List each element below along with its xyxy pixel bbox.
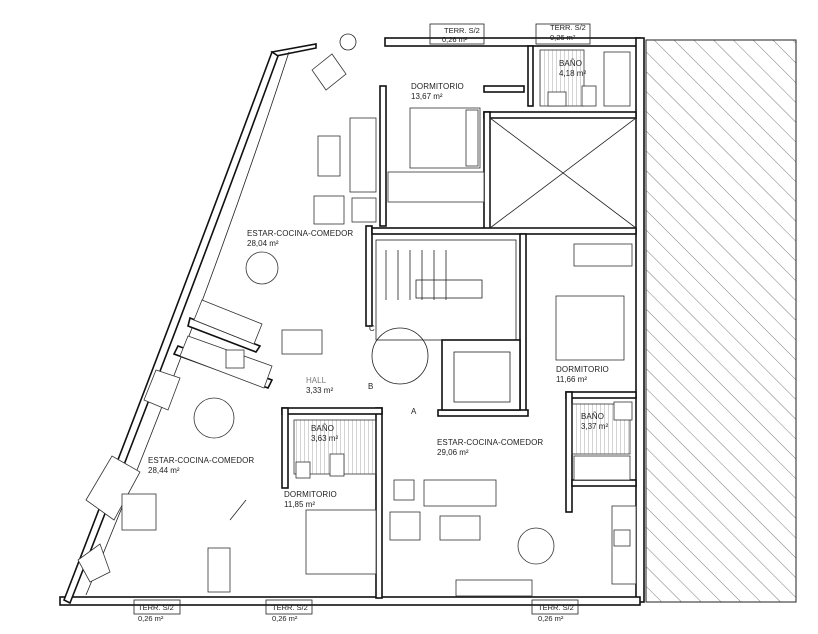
terrace-label: TERR. S/2: [538, 603, 574, 612]
room-area-bano-center: 3,63 m²: [311, 434, 338, 443]
light-well: [489, 117, 637, 229]
terrace-area: 0,26 m²: [550, 33, 576, 42]
room-name-estar-bottom-left: ESTAR-COCINA-COMEDOR: [148, 456, 254, 465]
terraces: [133, 23, 591, 615]
room-name-bano-top: BAÑO: [559, 59, 582, 68]
adjacent-plot-hatch: [645, 39, 797, 603]
room-area-bano-top: 4,18 m²: [559, 69, 586, 78]
room-area-dormitorio-top: 13,67 m²: [411, 92, 443, 101]
room-area-estar-bottom-left: 28,44 m²: [148, 466, 180, 475]
room-name-bano-center: BAÑO: [311, 424, 334, 433]
terrace-label: TERR. S/2: [138, 603, 174, 612]
kitchen-counters: [143, 299, 637, 585]
terrace-label: TERR. S/2: [550, 23, 586, 32]
terrace-area: 0,26 m²: [138, 614, 164, 623]
room-area-estar-top-left: 28,04 m²: [247, 239, 279, 248]
room-area-hall: 3,33 m²: [306, 386, 333, 395]
entrance-marker-b: B: [368, 382, 373, 391]
room-area-bano-right: 3,37 m²: [581, 422, 608, 431]
terrace-area: 0,26 m²: [442, 35, 468, 44]
room-area-dormitorio-right: 11,66 m²: [556, 375, 587, 384]
room-name-dormitorio-top: DORMITORIO: [411, 82, 464, 91]
room-area-dormitorio-bottom: 11,85 m²: [284, 500, 315, 509]
terrace-label: TERR. S/2: [444, 26, 480, 35]
room-name-estar-bottom-right: ESTAR-COCINA-COMEDOR: [437, 438, 543, 447]
room-name-dormitorio-right: DORMITORIO: [556, 365, 609, 374]
bathroom-fixtures: [293, 49, 633, 481]
stair-core: [371, 239, 521, 411]
entrance-marker-a: A: [411, 407, 417, 416]
room-area-estar-bottom-right: 29,06 m²: [437, 448, 469, 457]
room-name-hall: HALL: [306, 376, 327, 385]
room-name-bano-right: BAÑO: [581, 412, 604, 421]
bedroom-furniture: [207, 107, 633, 593]
living-furniture: [77, 33, 555, 597]
terrace-area: 0,26 m²: [272, 614, 298, 623]
room-name-dormitorio-bottom: DORMITORIO: [284, 490, 337, 499]
entrance-marker-c: C: [369, 324, 375, 333]
terrace-area: 0,26 m²: [538, 614, 564, 623]
terrace-label: TERR. S/2: [272, 603, 308, 612]
room-name-estar-top-left: ESTAR-COCINA-COMEDOR: [247, 229, 353, 238]
